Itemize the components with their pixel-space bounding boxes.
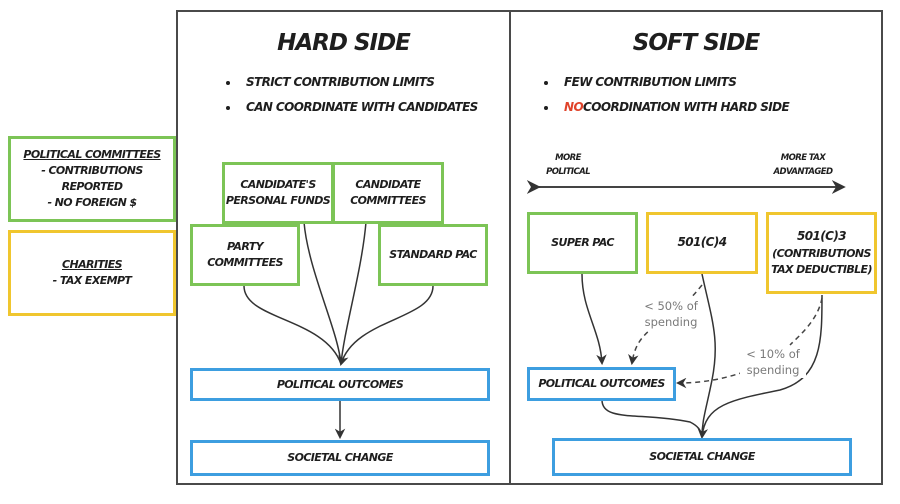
box-label: Political Outcomes (538, 377, 665, 391)
axis-right-label: More Tax Advantaged (770, 151, 836, 179)
axis-label-line: Advantaged (773, 167, 833, 177)
connector-c4-change (701, 273, 717, 438)
source-party-committees[interactable]: Party Committees (190, 224, 300, 286)
source-candidate-committees[interactable]: Candidate Committees (332, 162, 444, 224)
hard-political-outcomes[interactable]: Political Outcomes (190, 368, 490, 401)
legend-line: - Tax Exempt (52, 274, 132, 287)
source-standard-pac[interactable]: Standard PAC (378, 224, 488, 286)
soft-side-title: Soft Side (632, 30, 760, 56)
bullet-text: Can Coordinate with Candidates (246, 100, 478, 114)
bullet-item: Can Coordinate with Candidates (226, 95, 478, 120)
box-label: 501(c)4 (677, 235, 728, 250)
note-line: < 10% of (746, 347, 800, 361)
soft-societal-change[interactable]: Societal Change (552, 438, 852, 476)
note-c4-limit: < 50% of spending (638, 298, 704, 330)
box-label: Committees (207, 256, 283, 269)
legend-political-committees-heading: Political Committees (23, 148, 161, 162)
box-label: Personal Funds (225, 194, 331, 207)
source-candidates-personal-funds[interactable]: Candidate's Personal Funds (222, 162, 334, 224)
entity-501c3[interactable]: 501(c)3 (Contributions Tax Deductible) (766, 212, 877, 294)
bullet-dot (544, 80, 548, 85)
entity-501c4[interactable]: 501(c)4 (646, 212, 758, 274)
box-label: Candidate (355, 178, 421, 192)
box-label: Candidate's (240, 178, 316, 192)
axis-label-line: More (555, 153, 581, 163)
dashed-c3-outcomes (678, 297, 823, 383)
box-label: Standard PAC (389, 248, 477, 262)
box-label: 501(c)3 (797, 229, 847, 244)
legend-charities: Charities - Tax Exempt (8, 230, 176, 316)
note-c3-limit: < 10% of spending (740, 346, 806, 378)
bullet-item: No Coordination with Hard Side (544, 95, 790, 120)
hard-side-bullets: Strict Contribution Limits Can Coordinat… (226, 70, 478, 120)
connector-party (243, 285, 342, 365)
box-label: Tax Deductible) (771, 262, 872, 276)
box-label: (Contributions (772, 246, 871, 260)
connector-outcomes-change (601, 399, 703, 438)
entity-super-pac[interactable]: Super PAC (527, 212, 638, 274)
note-line: < 50% of (644, 299, 698, 313)
legend-political-committees: Political Committees - Contributions Rep… (8, 136, 176, 222)
bullet-text: Coordination with Hard Side (583, 100, 790, 114)
legend-charities-heading: Charities (62, 258, 123, 272)
legend-line: - Contributions Reported (41, 164, 143, 193)
bullet-dot (226, 80, 230, 85)
box-label: Super PAC (551, 236, 614, 250)
axis-label-line: More Tax (780, 153, 826, 163)
axis-label-line: Political (546, 167, 590, 177)
box-label: Societal Change (649, 450, 755, 464)
note-line: spending (644, 315, 698, 329)
bullet-text: Few Contribution Limits (564, 75, 737, 89)
hard-side-title: Hard Side (277, 30, 411, 56)
soft-political-outcomes[interactable]: Political Outcomes (527, 367, 676, 401)
bullet-text: Strict Contribution Limits (246, 75, 435, 89)
box-label: Political Outcomes (276, 377, 404, 391)
connector-c3-change (697, 294, 823, 440)
box-label: Societal Change (287, 451, 393, 465)
connector-superpac-outcomes (581, 273, 607, 366)
bullet-item: Strict Contribution Limits (226, 70, 478, 95)
note-line: spending (746, 363, 800, 377)
bullet-dot (226, 105, 230, 110)
soft-side-bullets: Few Contribution Limits No Coordination … (544, 70, 790, 120)
box-label: Committees (350, 194, 426, 207)
box-label: Party (226, 240, 264, 254)
hard-societal-change[interactable]: Societal Change (190, 440, 490, 476)
bullet-dot (544, 105, 548, 110)
connector-personal-funds (303, 221, 342, 365)
connector-standard-pac (338, 285, 434, 367)
bullet-highlight: No (564, 100, 584, 114)
legend-line: - No Foreign $ (47, 195, 137, 209)
bullet-item: Few Contribution Limits (544, 70, 789, 95)
axis-left-label: More Political (538, 151, 598, 179)
connector-candidate-committees (340, 221, 367, 365)
